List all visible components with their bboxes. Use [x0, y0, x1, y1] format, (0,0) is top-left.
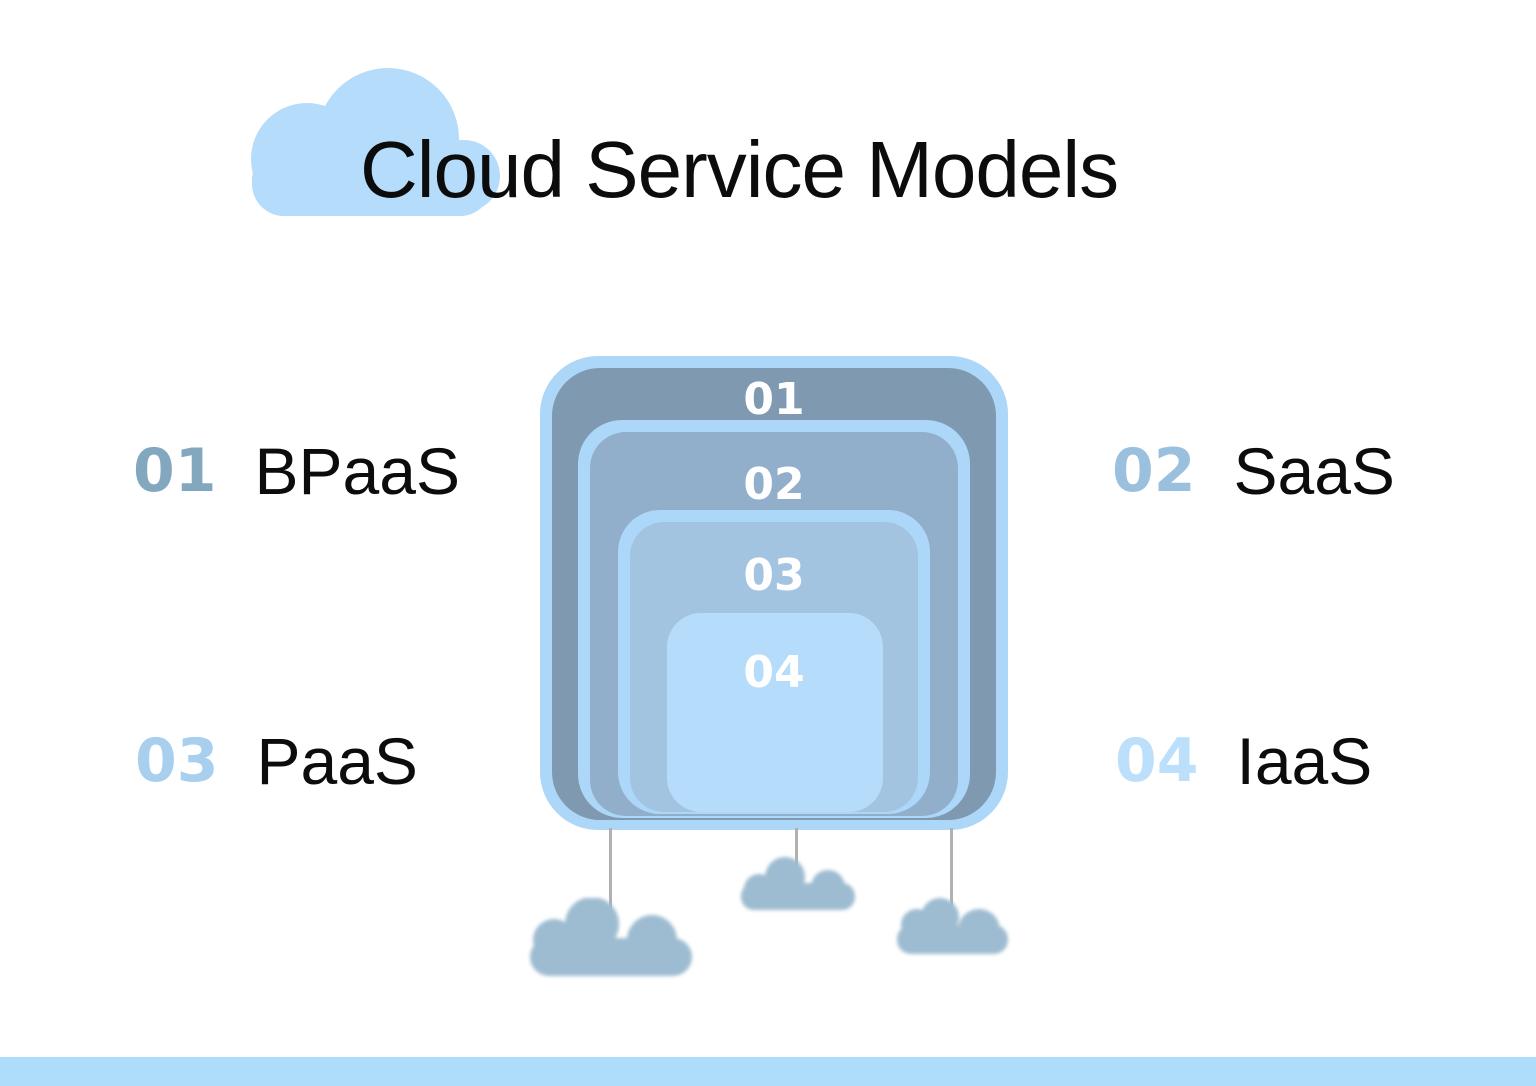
hanging-cloud-icon-1 — [530, 898, 692, 976]
legend-item-paas: 03 PaaS — [135, 728, 418, 794]
legend-label-paas: PaaS — [256, 724, 418, 798]
legend-number-02: 02 — [1112, 436, 1196, 506]
layer-01-number: 01 — [743, 374, 805, 425]
legend-label-bpaas: BPaaS — [254, 434, 460, 508]
hanging-line-1 — [609, 828, 612, 936]
bottom-accent-bar — [0, 1057, 1536, 1086]
legend-label-saas: SaaS — [1233, 434, 1395, 508]
layer-04-number: 04 — [743, 647, 805, 698]
legend-label-iaas: IaaS — [1236, 724, 1373, 798]
legend-item-saas: 02 SaaS — [1112, 438, 1395, 504]
legend-item-iaas: 04 IaaS — [1115, 728, 1372, 794]
hanging-cloud-icon-2 — [741, 857, 855, 910]
layer-04-box — [667, 613, 883, 812]
legend-number-04: 04 — [1115, 726, 1199, 796]
legend-item-bpaas: 01 BPaaS — [133, 438, 460, 504]
hanging-cloud-icon-3 — [897, 898, 1008, 954]
legend-number-01: 01 — [133, 436, 217, 506]
layer-03-number: 03 — [743, 550, 805, 601]
legend-number-03: 03 — [135, 726, 219, 796]
hanging-line-2 — [795, 828, 798, 866]
cloud-icon — [251, 68, 500, 216]
layer-02-number: 02 — [743, 459, 805, 510]
page-title: Cloud Service Models — [360, 125, 1119, 214]
hanging-line-3 — [950, 828, 953, 908]
